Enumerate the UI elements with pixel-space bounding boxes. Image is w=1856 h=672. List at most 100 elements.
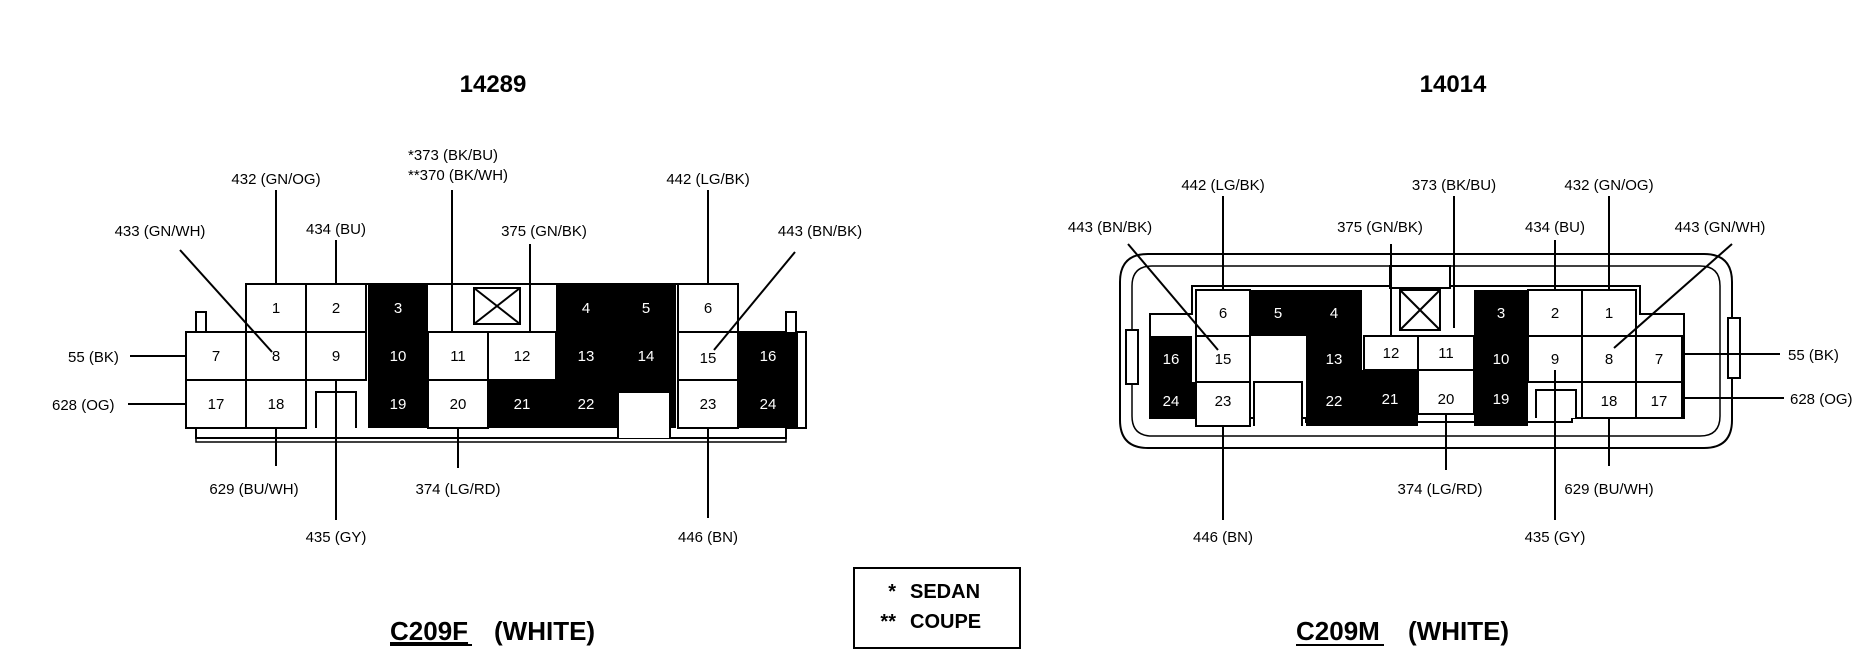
left-pin-12 <box>487 331 557 381</box>
right-pin-label-12: 12 <box>1383 345 1400 362</box>
left-wire-628: 628 (OG) <box>52 397 115 414</box>
left-wire-labels: 432 (GN/OG) 434 (BU) 433 (GN/WH) *373 (B… <box>52 147 862 546</box>
right-pin-label-10: 10 <box>1493 351 1510 368</box>
left-black-block-d <box>738 332 798 380</box>
left-pin-23 <box>677 379 739 429</box>
right-pin-label-21: 21 <box>1382 391 1399 408</box>
left-wire-370: **370 (BK/WH) <box>408 167 508 184</box>
right-black-block-b <box>1306 336 1362 426</box>
left-notch-b <box>617 391 671 438</box>
right-pin-label-22: 22 <box>1326 393 1343 410</box>
right-notch <box>1253 381 1303 426</box>
left-part-number: 14289 <box>460 71 527 98</box>
left-pin-label-13: 13 <box>578 348 595 365</box>
left-wire-55: 55 (BK) <box>68 349 119 366</box>
right-wire-labels: 442 (LG/BK) 373 (BK/BU) 432 (GN/OG) 443 … <box>1068 177 1853 546</box>
right-pin-label-20: 20 <box>1438 391 1455 408</box>
left-wire-629: 629 (BU/WH) <box>209 481 298 498</box>
legend-sedan-mark: * <box>888 581 896 603</box>
left-key-icon <box>473 287 521 325</box>
right-wire-443-gn: 443 (GN/WH) <box>1675 219 1766 236</box>
left-connector: 1 4 2 8 9 <box>52 71 862 646</box>
left-wire-442: 442 (LG/BK) <box>666 171 749 188</box>
right-pin-label-8: 8 <box>1605 351 1613 368</box>
right-pin-label-13: 13 <box>1326 351 1343 368</box>
left-pin-label-4: 4 <box>582 300 590 317</box>
left-connector-inner-outline <box>195 428 787 443</box>
right-connector-shell-inner <box>1131 265 1721 437</box>
left-pin-20 <box>427 379 489 429</box>
left-black-block-e <box>738 380 798 428</box>
right-pin-label-4: 4 <box>1330 305 1338 322</box>
left-pin-label-11: 11 <box>450 348 466 365</box>
right-pin-7 <box>1635 335 1683 383</box>
left-pin-numbers: 1 2 3 4 5 6 7 8 9 10 11 12 13 14 15 16 1… <box>208 300 777 413</box>
right-key-frame <box>1389 265 1451 289</box>
right-pin-2 <box>1527 289 1583 337</box>
left-wire-434: 434 (BU) <box>306 221 366 238</box>
right-connector-id: C209M <box>1296 616 1380 646</box>
right-latch-left <box>1125 329 1139 385</box>
left-wire-374: 374 (LG/RD) <box>415 481 500 498</box>
right-pin-label-6: 6 <box>1219 305 1227 322</box>
right-pin-label-17: 17 <box>1651 393 1668 410</box>
right-wire-375: 375 (GN/BK) <box>1337 219 1423 236</box>
right-black-block-f <box>1150 382 1196 418</box>
left-pin-label-24: 24 <box>760 396 777 413</box>
left-wire-375: 375 (GN/BK) <box>501 223 587 240</box>
right-wire-435: 435 (GY) <box>1525 529 1586 546</box>
left-pin-label-1: 1 <box>272 300 280 317</box>
left-wire-443: 443 (BN/BK) <box>778 223 862 240</box>
left-pin-11 <box>427 331 489 381</box>
left-pin-label-3: 3 <box>394 300 402 317</box>
left-pin-label-2: 2 <box>332 300 340 317</box>
left-connector-color: (WHITE) <box>494 616 595 646</box>
left-pin-label-17: 17 <box>208 396 225 413</box>
left-pin-8 <box>245 331 307 381</box>
right-pin-label-9: 9 <box>1551 351 1559 368</box>
right-pin-label-14: 14 <box>1270 351 1287 368</box>
right-pin-11 <box>1417 335 1475 371</box>
left-connector-id: C209F <box>390 616 468 646</box>
left-pin-label-9: 9 <box>332 348 340 365</box>
right-connector: 14014 <box>1068 71 1853 646</box>
right-pin-6 <box>1195 289 1251 337</box>
right-pin-label-11: 11 <box>1438 345 1454 362</box>
left-pin-label-12: 12 <box>514 348 531 365</box>
right-wire-55: 55 (BK) <box>1788 347 1839 364</box>
right-pin-label-24: 24 <box>1163 393 1180 410</box>
legend-sedan: SEDAN <box>910 581 980 603</box>
left-pin-9 <box>305 331 367 381</box>
right-connector-shell <box>1119 253 1733 449</box>
left-wire-433: 433 (GN/WH) <box>115 223 206 240</box>
right-black-block-d <box>1474 290 1528 426</box>
right-pin-label-3: 3 <box>1497 305 1505 322</box>
left-pin-label-18: 18 <box>268 396 285 413</box>
right-pin-label-15: 15 <box>1215 351 1232 368</box>
right-wire-442: 442 (LG/BK) <box>1181 177 1264 194</box>
right-latch-right <box>1727 317 1741 379</box>
right-part-number: 14014 <box>1420 71 1487 98</box>
right-pin-17 <box>1635 381 1683 419</box>
left-pin-label-21: 21 <box>514 396 531 413</box>
right-pin-label-5: 5 <box>1274 305 1282 322</box>
left-pin-label-19: 19 <box>390 396 407 413</box>
left-pin-label-8: 8 <box>272 348 280 365</box>
right-wire-373: 373 (BK/BU) <box>1412 177 1496 194</box>
right-connector-color: (WHITE) <box>1408 616 1509 646</box>
right-pin-label-2: 2 <box>1551 305 1559 322</box>
left-pin-label-7: 7 <box>212 348 220 365</box>
right-pin-15 <box>1195 335 1251 383</box>
left-wire-446: 446 (BN) <box>678 529 738 546</box>
right-wire-374: 374 (LG/RD) <box>1397 481 1482 498</box>
right-key-icon <box>1399 289 1441 331</box>
right-pin-numbers: 6 5 4 3 2 1 16 15 14 13 12 11 10 9 8 7 2… <box>1163 305 1668 410</box>
right-wire-434: 434 (BU) <box>1525 219 1585 236</box>
left-pin-label-5: 5 <box>642 300 650 317</box>
right-wire-628: 628 (OG) <box>1790 391 1853 408</box>
right-pin-label-7: 7 <box>1655 351 1663 368</box>
legend-coupe-mark: ** <box>880 611 896 633</box>
right-black-block-a <box>1250 290 1362 336</box>
left-wire-435: 435 (GY) <box>306 529 367 546</box>
